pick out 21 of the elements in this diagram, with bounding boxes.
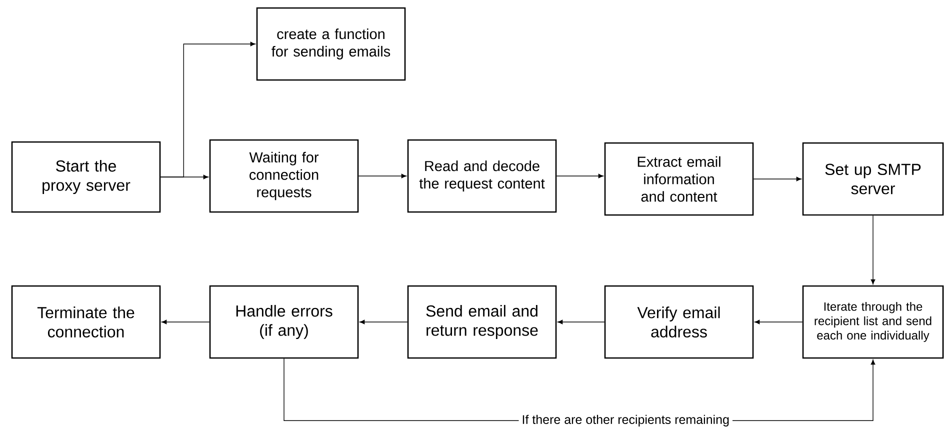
arrow	[162, 320, 210, 324]
process-box: Set up SMTP server	[802, 142, 944, 216]
process-box: Iterate through the recipient list and send each one individually	[802, 285, 944, 359]
process-box: Send email and return response	[407, 285, 557, 359]
arrow	[160, 174, 208, 180]
arrow	[558, 320, 605, 324]
process-box: Start the proxy server	[11, 141, 161, 213]
arrow	[360, 320, 408, 324]
process-box: Extract email information and content	[604, 142, 754, 216]
process-box: Read and decode the request content	[407, 139, 557, 213]
process-box: Verify email address	[604, 285, 754, 359]
process-box: Waiting for connection requests	[209, 139, 359, 213]
edge-label: If there are other recipients remaining	[518, 412, 732, 430]
process-box: Handle errors (if any)	[209, 285, 359, 359]
process-box: create a function for sending emails	[256, 7, 406, 81]
arrow	[358, 174, 406, 178]
arrow	[870, 215, 876, 284]
arrow	[753, 176, 802, 182]
arrow	[556, 174, 604, 178]
arrow	[754, 320, 803, 324]
process-box: Terminate the connection	[11, 285, 161, 359]
